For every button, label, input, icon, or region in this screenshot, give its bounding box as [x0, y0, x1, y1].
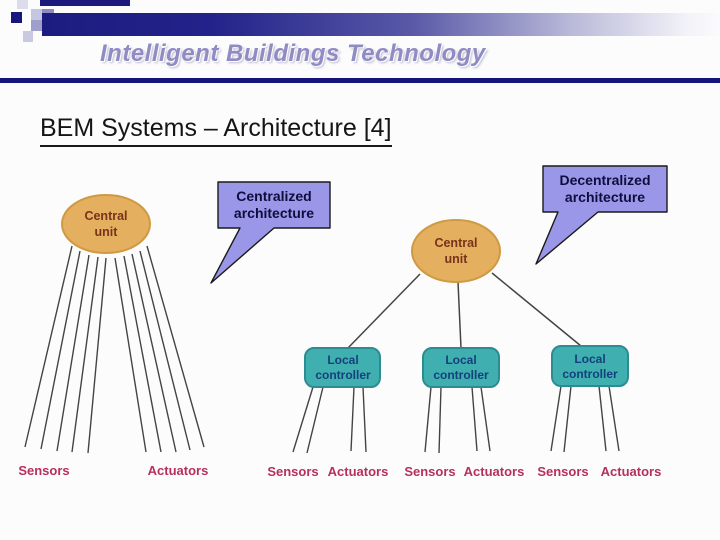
controller-line: controller: [562, 367, 618, 381]
header-title: Intelligent Buildings Technology: [100, 40, 486, 67]
local-controller-label-1: Local controller: [305, 352, 381, 384]
io-label-actuators: Actuators: [463, 464, 525, 479]
header-top-bar: [40, 0, 130, 6]
central-unit-line: Central: [84, 209, 128, 223]
central-unit-label-right: Central unit: [412, 233, 500, 269]
header-gradient-bar: [42, 13, 720, 36]
decentralized-callout-label: Decentralized architecture: [543, 168, 667, 210]
callout-line: architecture: [564, 189, 646, 205]
centralized-callout-label: Centralized architecture: [218, 184, 330, 226]
decor-square: [17, 0, 28, 9]
centralized-callout-shape: [210, 181, 331, 284]
controller-line: Local: [445, 353, 477, 367]
decor-square: [31, 20, 42, 31]
header-divider: [0, 78, 720, 83]
central-unit-line: unit: [94, 225, 118, 239]
controller-line: controller: [433, 368, 489, 382]
decor-square: [31, 9, 42, 20]
decor-square: [23, 31, 33, 42]
decentralized-branch-lines: [346, 272, 582, 350]
local-controller-box-3: [551, 345, 629, 387]
controller-line: Local: [574, 352, 606, 366]
io-label-actuators: Actuators: [147, 463, 209, 478]
callout-line: Centralized: [236, 188, 312, 204]
local-controller-box-1: [304, 347, 381, 388]
page-title: BEM Systems – Architecture [4]: [40, 114, 392, 147]
controller-io-lines: [292, 385, 620, 454]
controller-line: controller: [315, 368, 371, 382]
io-label-sensors: Sensors: [18, 463, 70, 478]
decentralized-callout-shape: [535, 165, 668, 265]
central-unit-ellipse-right: [411, 219, 501, 283]
io-label-sensors: Sensors: [537, 464, 589, 479]
io-label-sensors: Sensors: [267, 464, 319, 479]
controller-line: Local: [327, 353, 359, 367]
decor-square: [11, 12, 22, 23]
central-unit-line: Central: [434, 236, 478, 250]
local-controller-box-2: [422, 347, 500, 388]
callout-line: Decentralized: [559, 172, 651, 188]
local-controller-label-2: Local controller: [423, 352, 499, 384]
central-unit-label-left: Central unit: [62, 206, 150, 242]
local-controller-label-3: Local controller: [552, 351, 628, 383]
central-unit-line: unit: [444, 252, 468, 266]
io-label-actuators: Actuators: [327, 464, 389, 479]
central-unit-ellipse-left: [61, 194, 151, 254]
io-label-actuators: Actuators: [600, 464, 662, 479]
callout-line: architecture: [233, 205, 315, 221]
io-label-sensors: Sensors: [404, 464, 456, 479]
centralized-fan-lines: [24, 245, 205, 454]
